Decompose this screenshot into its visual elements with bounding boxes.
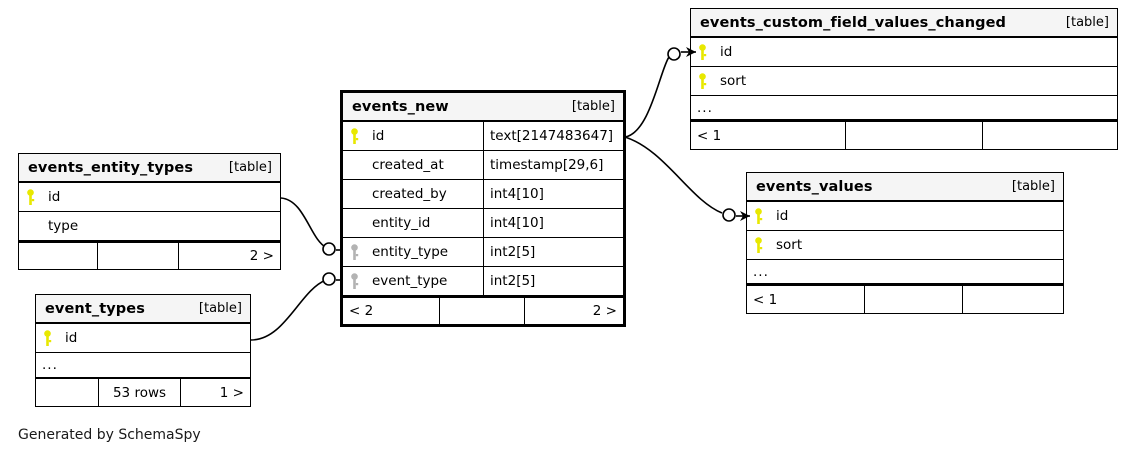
column-name: created_by xyxy=(365,180,484,208)
table-footer: < 2 2 > xyxy=(343,296,623,324)
more-columns-indicator: ... xyxy=(36,353,250,378)
table-header: events_entity_types [table] xyxy=(19,154,280,183)
column-type: text[2147483647] xyxy=(490,128,614,144)
table-row[interactable]: id xyxy=(36,324,250,353)
footer-child-count[interactable]: 2 > xyxy=(249,248,274,264)
table-row[interactable]: type xyxy=(19,212,280,241)
column-name: id xyxy=(65,330,78,346)
table-row[interactable]: entity_type int2[5] xyxy=(343,238,623,267)
table-events-values[interactable]: events_values [table] id sort xyxy=(746,172,1064,314)
footer-row-count xyxy=(846,122,983,149)
footer-child-count[interactable] xyxy=(963,286,1063,313)
table-footer: 2 > xyxy=(19,241,280,269)
column-name: entity_type xyxy=(365,238,484,266)
key-slot-empty xyxy=(343,209,365,237)
key-slot-empty xyxy=(19,212,41,240)
key-slot-empty xyxy=(343,180,365,208)
footer-parent-count[interactable]: < 2 xyxy=(343,298,440,324)
footer-parent-count[interactable] xyxy=(36,379,99,406)
generated-by-caption: Generated by SchemaSpy xyxy=(18,427,201,443)
footer-row-count xyxy=(440,298,525,324)
key-icon-primary xyxy=(747,231,769,259)
key-icon-foreign xyxy=(343,267,365,295)
table-type-tag: [table] xyxy=(571,99,615,114)
column-name: id xyxy=(365,122,484,150)
key-slot-empty xyxy=(343,151,365,179)
footer-row-count xyxy=(98,243,179,269)
table-footer: 53 rows 1 > xyxy=(36,378,250,406)
key-icon-primary xyxy=(747,202,769,230)
optional-marker xyxy=(322,242,336,256)
column-name: sort xyxy=(776,237,803,253)
key-icon-primary xyxy=(343,122,365,150)
table-header: events_custom_field_values_changed [tabl… xyxy=(691,9,1117,38)
column-name: id xyxy=(776,208,789,224)
table-title: events_custom_field_values_changed xyxy=(700,14,1007,31)
column-name: created_at xyxy=(365,151,484,179)
table-row[interactable]: entity_id int4[10] xyxy=(343,209,623,238)
table-row[interactable]: id text[2147483647] xyxy=(343,122,623,151)
optional-marker xyxy=(722,208,736,222)
table-title: events_entity_types xyxy=(28,159,194,176)
table-type-tag: [table] xyxy=(1011,179,1055,194)
table-events-entity-types[interactable]: events_entity_types [table] id type 2 > xyxy=(18,153,281,270)
column-name: id xyxy=(48,189,61,205)
footer-child-count[interactable]: 1 > xyxy=(219,384,244,401)
more-columns-indicator: ... xyxy=(747,260,1063,285)
table-footer: < 1 xyxy=(747,285,1063,313)
key-icon-foreign xyxy=(343,238,365,266)
column-name: type xyxy=(48,218,79,234)
optional-marker xyxy=(667,47,681,61)
column-type: int4[10] xyxy=(490,186,544,202)
column-name: id xyxy=(720,44,733,60)
table-row[interactable]: id xyxy=(747,202,1063,231)
table-header: events_values [table] xyxy=(747,173,1063,202)
more-columns-indicator: ... xyxy=(691,96,1117,121)
column-name: event_type xyxy=(365,267,484,295)
key-icon-primary xyxy=(36,324,58,352)
table-row[interactable]: created_by int4[10] xyxy=(343,180,623,209)
table-row[interactable]: sort xyxy=(747,231,1063,260)
key-icon-primary xyxy=(19,183,41,211)
column-type: int2[5] xyxy=(490,273,536,289)
footer-parent-count[interactable] xyxy=(19,243,98,269)
footer-row-count xyxy=(865,286,963,313)
footer-parent-count[interactable]: < 1 xyxy=(691,122,846,149)
table-type-tag: [table] xyxy=(198,301,242,316)
column-type: int2[5] xyxy=(490,244,536,260)
optional-marker xyxy=(322,272,336,286)
key-icon-primary xyxy=(691,67,713,95)
table-title: events_new xyxy=(352,98,449,115)
table-event-types[interactable]: event_types [table] id ... 53 rows 1 > xyxy=(35,294,251,407)
footer-row-count: 53 rows xyxy=(99,379,181,406)
footer-child-count[interactable]: 2 > xyxy=(592,303,617,319)
column-name: entity_id xyxy=(365,209,484,237)
table-type-tag: [table] xyxy=(1065,15,1109,30)
table-events-custom-field-values-changed[interactable]: events_custom_field_values_changed [tabl… xyxy=(690,8,1118,150)
table-row[interactable]: id xyxy=(19,183,280,212)
column-name: sort xyxy=(720,73,747,89)
table-title: event_types xyxy=(45,300,145,317)
footer-parent-count[interactable]: < 1 xyxy=(747,286,865,313)
edge-event-types-to-events-new xyxy=(250,272,350,341)
table-header: events_new [table] xyxy=(343,93,623,122)
table-title: events_values xyxy=(756,178,873,195)
table-footer: < 1 xyxy=(691,121,1117,149)
column-type: int4[10] xyxy=(490,215,544,231)
table-row[interactable]: event_type int2[5] xyxy=(343,267,623,296)
table-type-tag: [table] xyxy=(228,160,272,175)
table-row[interactable]: sort xyxy=(691,67,1117,96)
footer-child-count[interactable] xyxy=(983,122,1117,149)
table-row[interactable]: id xyxy=(691,38,1117,67)
table-header: event_types [table] xyxy=(36,295,250,324)
edge-events-new-to-events-custom-field-values-changed xyxy=(624,47,696,138)
key-icon-primary xyxy=(691,38,713,66)
table-events-new[interactable]: events_new [table] id text[2147483647] c… xyxy=(340,90,626,327)
column-type: timestamp[29,6] xyxy=(490,157,604,173)
table-row[interactable]: created_at timestamp[29,6] xyxy=(343,151,623,180)
